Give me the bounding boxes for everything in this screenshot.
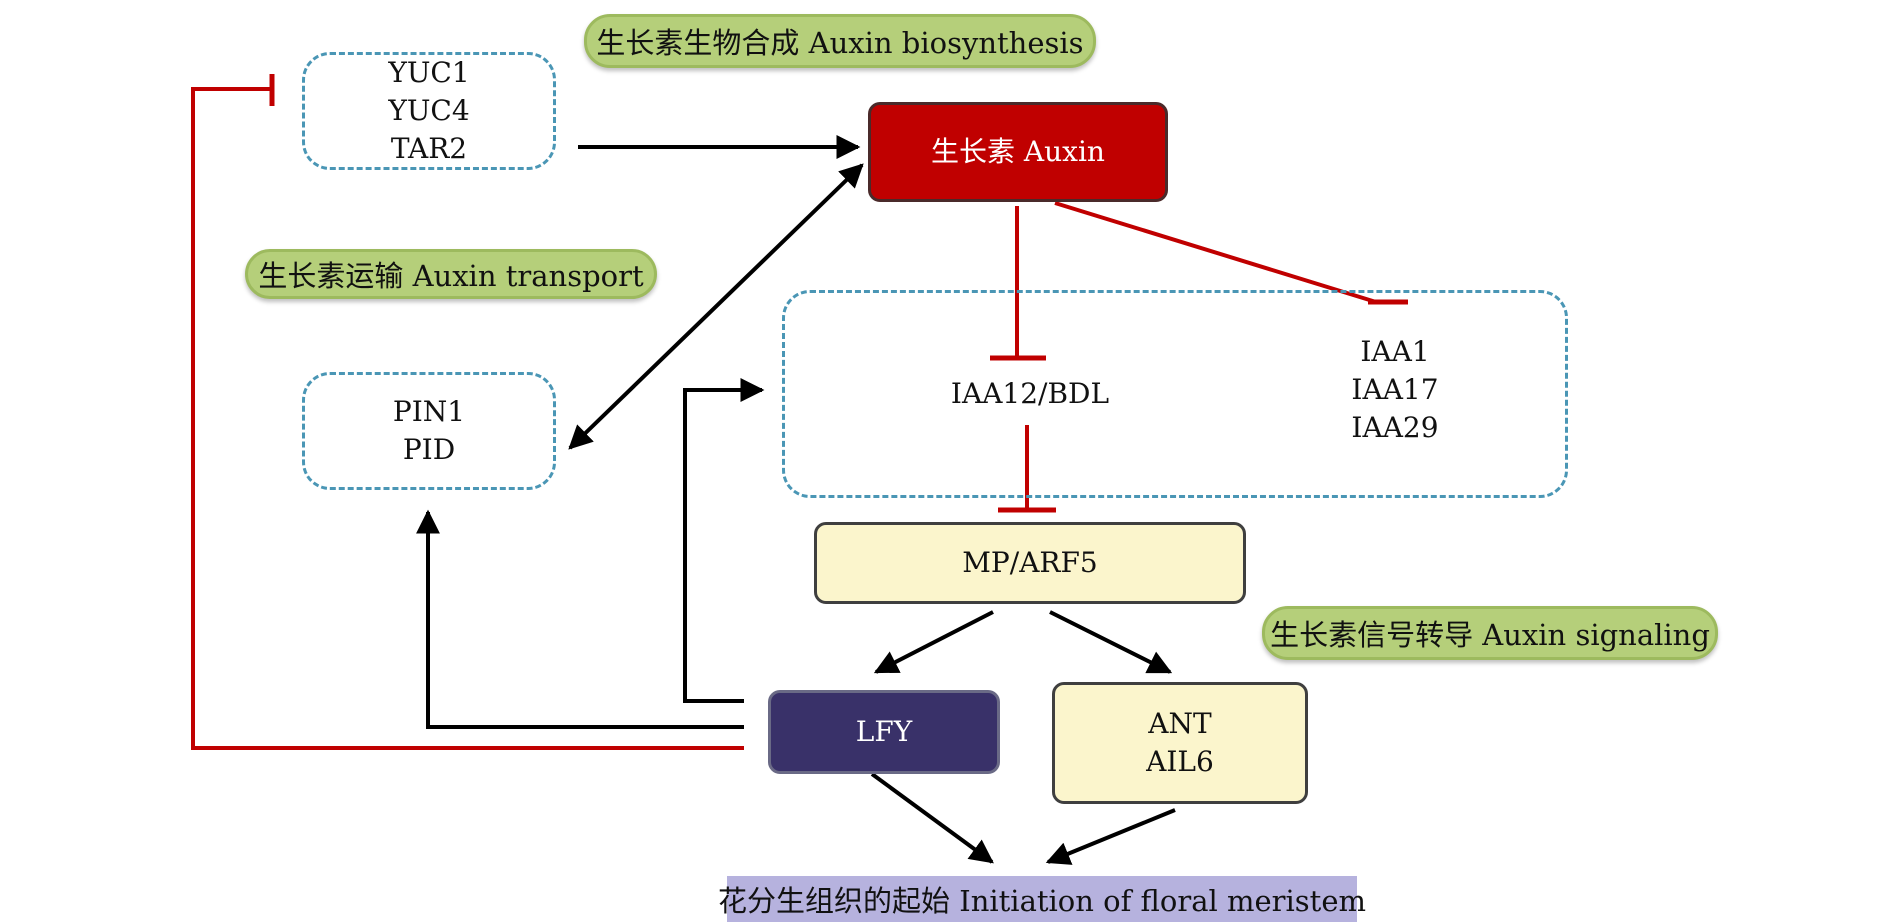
node-ant-line2: AIL6 [1146,745,1214,778]
node-aux-iaa-group [782,290,1568,498]
arrow-lfy-to-pin [416,509,744,729]
node-ant-ail6: ANT AIL6 [1052,682,1308,804]
node-pin-line2: PID [402,433,456,466]
repress-auxin-to-iaa1 [1054,201,1377,304]
node-yuc-line3: TAR2 [390,132,468,165]
node-auxin: 生长素 Auxin [868,102,1168,202]
node-initiation-floral-meristem: 花分生组织的起始 Initiation of floral meristem [718,876,1366,922]
label-auxin-transport: 生长素运输 Auxin transport [245,249,657,299]
node-lfy: LFY [768,690,1000,774]
arrow-lfy-to-outcome [870,772,994,864]
arrow-lfy-to-iaa [683,378,765,703]
node-iaa-list: IAA1 IAA17 IAA29 [1330,333,1460,447]
label-auxin-biosynthesis: 生长素生物合成 Auxin biosynthesis [584,14,1096,68]
arrow-mp-to-lfy [873,610,994,674]
node-iaa12-bdl: IAA12/BDL [950,377,1110,410]
arrow-auxin-pin-bidirectional [568,163,864,450]
node-mp-arf5: MP/ARF5 [814,522,1246,604]
node-iaa-line2: IAA17 [1351,373,1439,406]
node-yuc-group: YUC1 YUC4 TAR2 [302,52,556,170]
node-iaa-line1: IAA1 [1360,335,1430,368]
node-yuc-line2: YUC4 [388,94,470,127]
node-iaa-line3: IAA29 [1351,411,1439,444]
node-yuc-line1: YUC1 [388,56,470,89]
repress-lfy-to-yuc [191,87,744,750]
node-pin-group: PIN1 PID [302,372,556,490]
label-auxin-signaling: 生长素信号转导 Auxin signaling [1262,606,1718,660]
arrow-ant-to-outcome [1045,808,1176,865]
node-ant-line1: ANT [1148,707,1212,740]
node-pin-line1: PIN1 [392,395,466,428]
arrow-mp-to-ant [1049,610,1173,674]
